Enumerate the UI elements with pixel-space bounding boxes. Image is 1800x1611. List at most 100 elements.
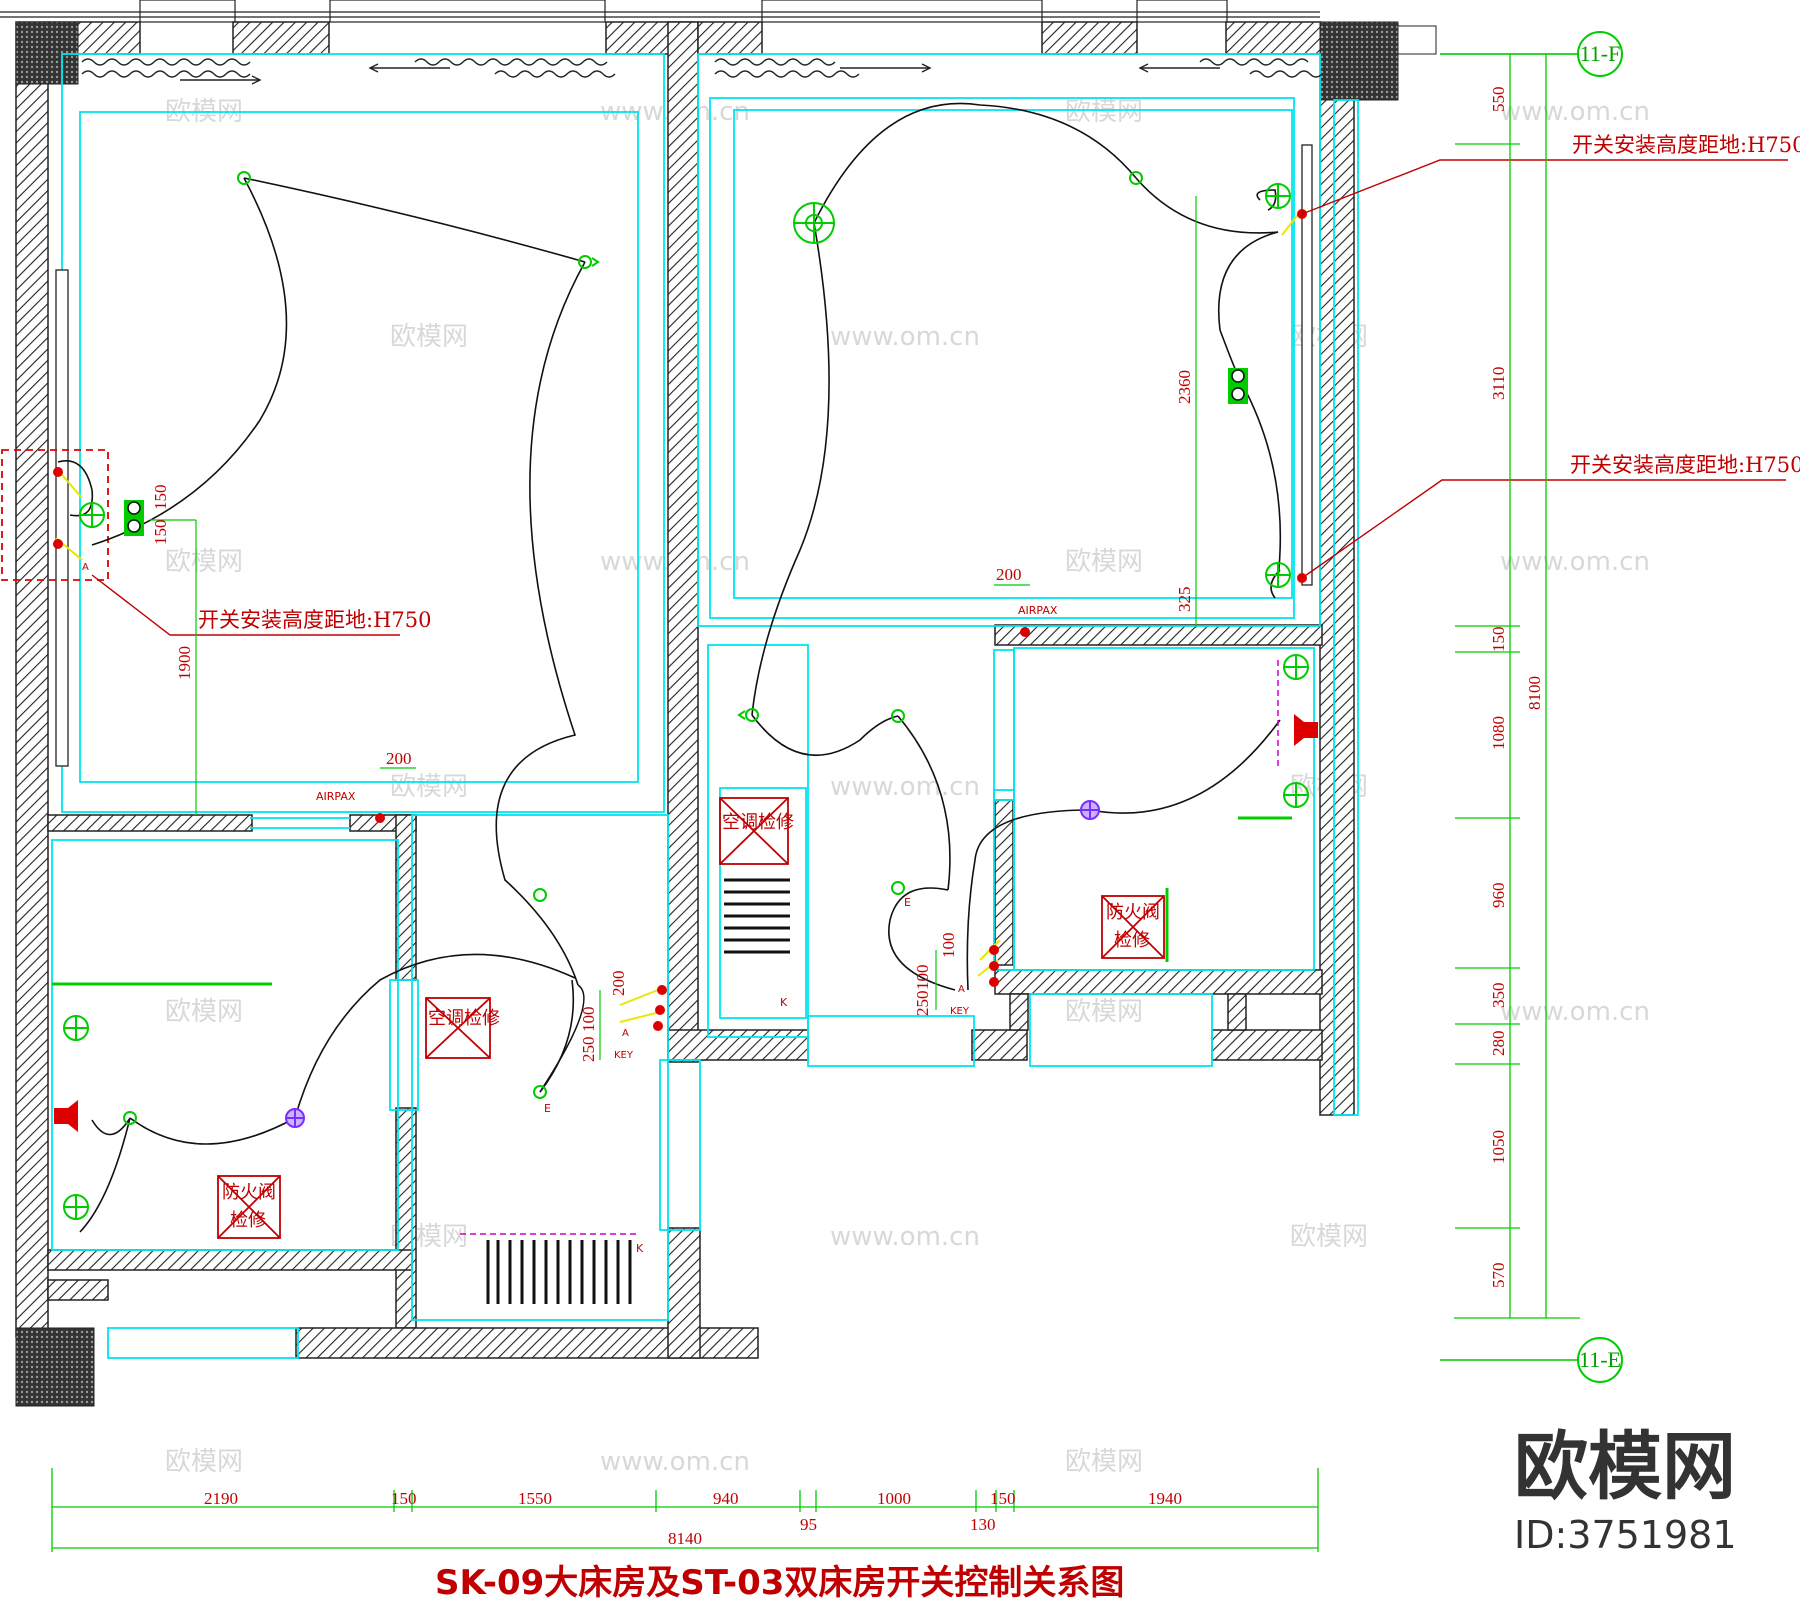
dim-label: 200 [996, 565, 1022, 584]
downlight [123, 1111, 137, 1125]
svg-text:欧模网: 欧模网 [1065, 997, 1143, 1027]
fire-damper-label: 检修 [1114, 930, 1150, 951]
switch-icon [989, 977, 999, 987]
wall-panel [55, 144, 1313, 767]
ceiling-outlines [51, 53, 1359, 1359]
svg-text:欧模网: 欧模网 [1065, 97, 1143, 127]
downlight [63, 1015, 89, 1041]
downlight [1283, 654, 1309, 680]
closets [486, 878, 790, 1304]
inner-dims: 200 200 150 150 1900 2360 325 200 100 25… [151, 370, 1194, 1062]
axis-marker-bottom: 11-E [1440, 1337, 1623, 1383]
e-label: E [544, 1102, 551, 1115]
svg-text:欧模网: 欧模网 [165, 1447, 243, 1477]
downlight [533, 888, 547, 902]
downlight [578, 255, 600, 269]
dim-label: 940 [713, 1489, 739, 1508]
downlight [1129, 171, 1143, 185]
dim-label: 150 [1489, 627, 1508, 653]
switch-icon [53, 467, 63, 477]
drawing-title: SK-09大床房及ST-03双床房开关控制关系图 [435, 1563, 1124, 1603]
dim-label: 100 [579, 1007, 598, 1033]
dim-label: 350 [1489, 983, 1508, 1009]
mirror-light-icon [54, 1100, 78, 1132]
dim-label: 150 [151, 485, 170, 511]
logo-brand: 欧模网 [1514, 1424, 1736, 1510]
dim-label: 150 [151, 520, 170, 546]
dim-label: 2190 [204, 1489, 238, 1508]
svg-text:欧模网: 欧模网 [1290, 1222, 1368, 1252]
axis-marker-top: 11-F [1440, 31, 1623, 77]
svg-text:11-E: 11-E [1579, 1347, 1621, 1372]
access-panels [217, 797, 1165, 1239]
mirror-light-icon [1294, 714, 1318, 746]
ac-access-label: 空调检修 [428, 1008, 500, 1029]
svg-text:www.om.cn: www.om.cn [600, 1447, 750, 1477]
svg-text:www.om.cn: www.om.cn [1500, 97, 1650, 127]
switch-icon [989, 945, 999, 955]
wall-light-icon [1228, 368, 1248, 404]
fire-damper-label: 防火阀 [222, 1182, 276, 1203]
svg-text:www.om.cn: www.om.cn [830, 322, 980, 352]
switch-icon [653, 1021, 663, 1031]
dim-label: 250 [579, 1037, 598, 1063]
site-logo: 欧模网 ID:3751981 [1514, 1424, 1737, 1557]
wall-lights [124, 368, 1248, 536]
dim-label: 200 [386, 749, 412, 768]
k-label: K [636, 1242, 644, 1255]
downlight [793, 202, 835, 244]
small-labels: AIRPAX AIRPAX KEY KEY A A A E E K K [82, 562, 1058, 1255]
downlight [1283, 782, 1309, 808]
downlights [63, 171, 1309, 1220]
airpax-label: AIRPAX [316, 790, 356, 803]
a-label: A [622, 1028, 629, 1039]
closet-rails [460, 660, 1279, 1235]
windows [0, 0, 1320, 23]
switch-icon [1020, 627, 1030, 637]
downlight [533, 1085, 547, 1099]
dim-label: 200 [609, 971, 628, 997]
ac-access-label: 空调检修 [722, 812, 794, 833]
dim-label: 100 [939, 933, 958, 959]
a-label: A [958, 984, 965, 995]
downlight [1265, 183, 1291, 209]
dim-label: 1900 [175, 646, 194, 680]
switch-icon [657, 985, 667, 995]
dim-label: 8140 [668, 1529, 702, 1548]
fan-icon [285, 1108, 305, 1128]
dim-label: 1550 [518, 1489, 552, 1508]
bottom-dimension-chain [51, 1468, 1319, 1552]
dim-label: 1080 [1489, 716, 1508, 750]
switch-highlight-box [1, 449, 109, 581]
switch-icon [655, 1005, 665, 1015]
bottom-dims: 2190 150 1550 940 1000 150 1940 95 130 8… [204, 1489, 1182, 1548]
downlight [1265, 562, 1291, 588]
downlight [891, 881, 905, 895]
airpax-label: AIRPAX [1018, 604, 1058, 617]
switch-height-note: 开关安装高度距地:H750 [1572, 133, 1800, 157]
fire-damper-panel [217, 1175, 281, 1239]
dim-label: 570 [1489, 1263, 1508, 1289]
dim-label: 1940 [1148, 1489, 1182, 1508]
switch-height-notes: 开关安装高度距地:H750 开关安装高度距地:H750 开关安装高度距地:H75… [198, 133, 1800, 632]
svg-text:欧模网: 欧模网 [165, 547, 243, 577]
key-label: KEY [614, 1050, 634, 1061]
dim-label: 100 [913, 965, 932, 991]
switches [53, 209, 1307, 1031]
k-label: K [780, 996, 788, 1009]
dim-label: 150 [990, 1489, 1016, 1508]
logo-id: ID:3751981 [1514, 1513, 1737, 1557]
svg-text:欧模网: 欧模网 [390, 322, 468, 352]
inner-dim-lines [150, 196, 1197, 1060]
svg-text:11-F: 11-F [1580, 41, 1621, 66]
switch-icon [375, 813, 385, 823]
right-dims: 550 3110 150 1080 960 350 280 1050 570 8… [1489, 87, 1544, 1289]
dim-label: 1050 [1489, 1130, 1508, 1164]
dim-label: 130 [970, 1515, 996, 1534]
dim-label: 2360 [1175, 370, 1194, 404]
svg-text:www.om.cn: www.om.cn [1500, 997, 1650, 1027]
e-label: E [904, 896, 911, 909]
curtain-tracks [81, 58, 1323, 85]
svg-text:www.om.cn: www.om.cn [830, 1222, 980, 1252]
